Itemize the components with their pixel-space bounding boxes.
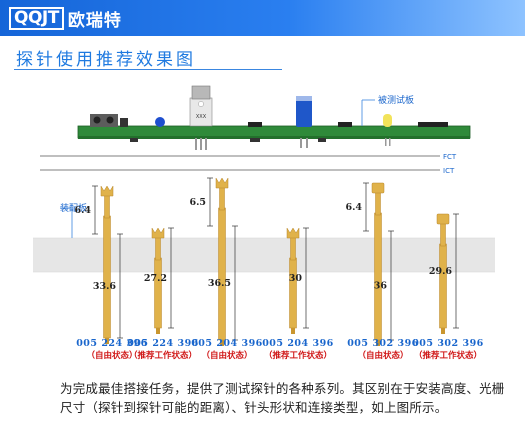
probe-state: （自由状态） bbox=[201, 350, 252, 361]
long-length-label: 36.5 bbox=[208, 278, 231, 289]
cup-tip bbox=[371, 182, 385, 194]
probe-code: 005 204 396 bbox=[262, 338, 334, 349]
fct-label: FCT bbox=[443, 153, 457, 161]
probe-5: 6.4 36 005 302 396（自由状态） bbox=[345, 182, 419, 361]
ict-label: ICT bbox=[443, 167, 455, 175]
short-length-label: 6.5 bbox=[189, 197, 206, 208]
long-length-label: 29.6 bbox=[429, 266, 453, 277]
probe-code: 005 302 396 bbox=[347, 338, 419, 349]
company-name: 欧瑞特 bbox=[67, 10, 122, 31]
probe-tail bbox=[441, 328, 445, 334]
crown-tip bbox=[100, 185, 114, 197]
cup-tip bbox=[436, 213, 450, 225]
probe-tail bbox=[156, 328, 160, 334]
probe-code: 005 224 396 bbox=[76, 338, 148, 349]
probe-state: （推荐工作状态） bbox=[414, 350, 482, 361]
caption-text: 为完成最佳搭接任务，提供了测试探针的各种系列。其区别在于安装高度、光栅尺寸（探针… bbox=[60, 381, 505, 415]
probe-state: （自由状态） bbox=[357, 350, 408, 361]
probe-plunger bbox=[290, 235, 296, 261]
test-board: XXX 被测试板 bbox=[77, 85, 471, 150]
probe-barrel bbox=[289, 257, 297, 329]
probe-tail bbox=[220, 340, 224, 346]
short-length-label: 6.4 bbox=[74, 205, 91, 216]
probe-plunger bbox=[155, 235, 161, 261]
fixture-plate bbox=[33, 238, 495, 272]
probe-2: 27.2 005 224 396（推荐工作状态） bbox=[127, 227, 199, 361]
crown-tip bbox=[151, 227, 165, 239]
probe-3: 6.5 36.5 005 204 396（自由状态） bbox=[189, 177, 263, 361]
probe-state: （推荐工作状态） bbox=[264, 350, 332, 361]
logo-mark: QQJT bbox=[9, 6, 64, 30]
probe-barrel bbox=[439, 243, 447, 329]
probe-state: （推荐工作状态） bbox=[129, 350, 197, 361]
long-length-label: 27.2 bbox=[144, 273, 167, 284]
probe-plunger bbox=[375, 190, 381, 216]
fixture-label: 装配板 bbox=[60, 202, 87, 214]
probe-barrel bbox=[218, 207, 226, 341]
probe-code: 005 204 396 bbox=[191, 338, 263, 349]
long-length-label: 30 bbox=[289, 273, 303, 284]
probe-1: 6.4 33.6 005 224 396（自由状态） bbox=[74, 185, 148, 361]
probe-barrel bbox=[374, 212, 382, 341]
short-length-label: 6.4 bbox=[345, 202, 362, 213]
probe-state: （自由状态） bbox=[86, 350, 137, 361]
probe-tail bbox=[291, 328, 295, 334]
company-logo: QQJT 欧瑞特 bbox=[9, 6, 122, 31]
probe-code: 005 224 396 bbox=[127, 338, 199, 349]
probe-tail bbox=[376, 340, 380, 346]
long-length-label: 33.6 bbox=[93, 281, 117, 292]
header-bar: QQJT 欧瑞特 bbox=[0, 0, 525, 36]
chip-label: XXX bbox=[196, 114, 207, 120]
probe-6: 29.6 005 302 396（推荐工作状态） bbox=[412, 213, 484, 361]
probe-4: 30 005 204 396（推荐工作状态） bbox=[262, 227, 334, 361]
board-label: 被测试板 bbox=[378, 94, 414, 106]
probe-plunger bbox=[104, 193, 110, 219]
title-underline bbox=[14, 42, 282, 70]
long-length-label: 36 bbox=[374, 281, 388, 292]
probe-barrel bbox=[103, 215, 111, 339]
probe-barrel bbox=[154, 257, 162, 329]
probe-code: 005 302 396 bbox=[412, 338, 484, 349]
page-title: 探针使用推荐效果图 bbox=[16, 50, 196, 70]
crown-tip bbox=[286, 227, 300, 239]
probe-plunger bbox=[219, 185, 225, 211]
crown-tip bbox=[215, 177, 229, 189]
probe-plunger bbox=[440, 221, 446, 247]
probe-tail bbox=[105, 338, 109, 344]
